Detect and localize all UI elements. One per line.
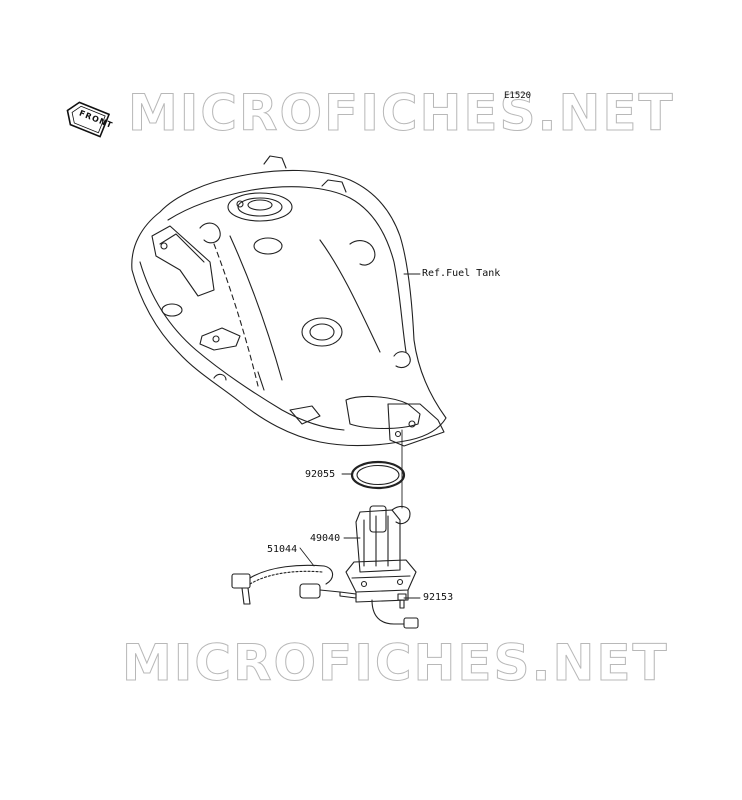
fuel-tank-outline bbox=[131, 155, 447, 447]
diagram-code: E1520 bbox=[504, 91, 532, 101]
tank-bracket-left bbox=[151, 222, 221, 297]
filler-cap bbox=[227, 192, 293, 222]
callout-ref-fuel-tank: Ref.Fuel Tank bbox=[422, 268, 501, 279]
callout-49040: 49040 bbox=[310, 533, 341, 544]
gasket-ring bbox=[350, 460, 406, 490]
leader-lines bbox=[299, 273, 421, 599]
front-arrow-icon bbox=[66, 101, 111, 138]
tank-bosses bbox=[161, 237, 343, 425]
callout-92153: 92153 bbox=[423, 592, 454, 603]
pump-flange bbox=[345, 396, 445, 447]
callout-51044: 51044 bbox=[267, 544, 298, 555]
callout-92055: 92055 bbox=[305, 469, 336, 480]
watermark-top: MICROFICHES.NET bbox=[128, 84, 675, 142]
front-direction-badge: FRONT bbox=[60, 97, 114, 139]
wiring-harness bbox=[231, 564, 341, 605]
bolt bbox=[397, 593, 407, 609]
fuel-pump-assembly bbox=[339, 505, 419, 629]
watermark-bottom: MICROFICHES.NET bbox=[122, 634, 669, 692]
